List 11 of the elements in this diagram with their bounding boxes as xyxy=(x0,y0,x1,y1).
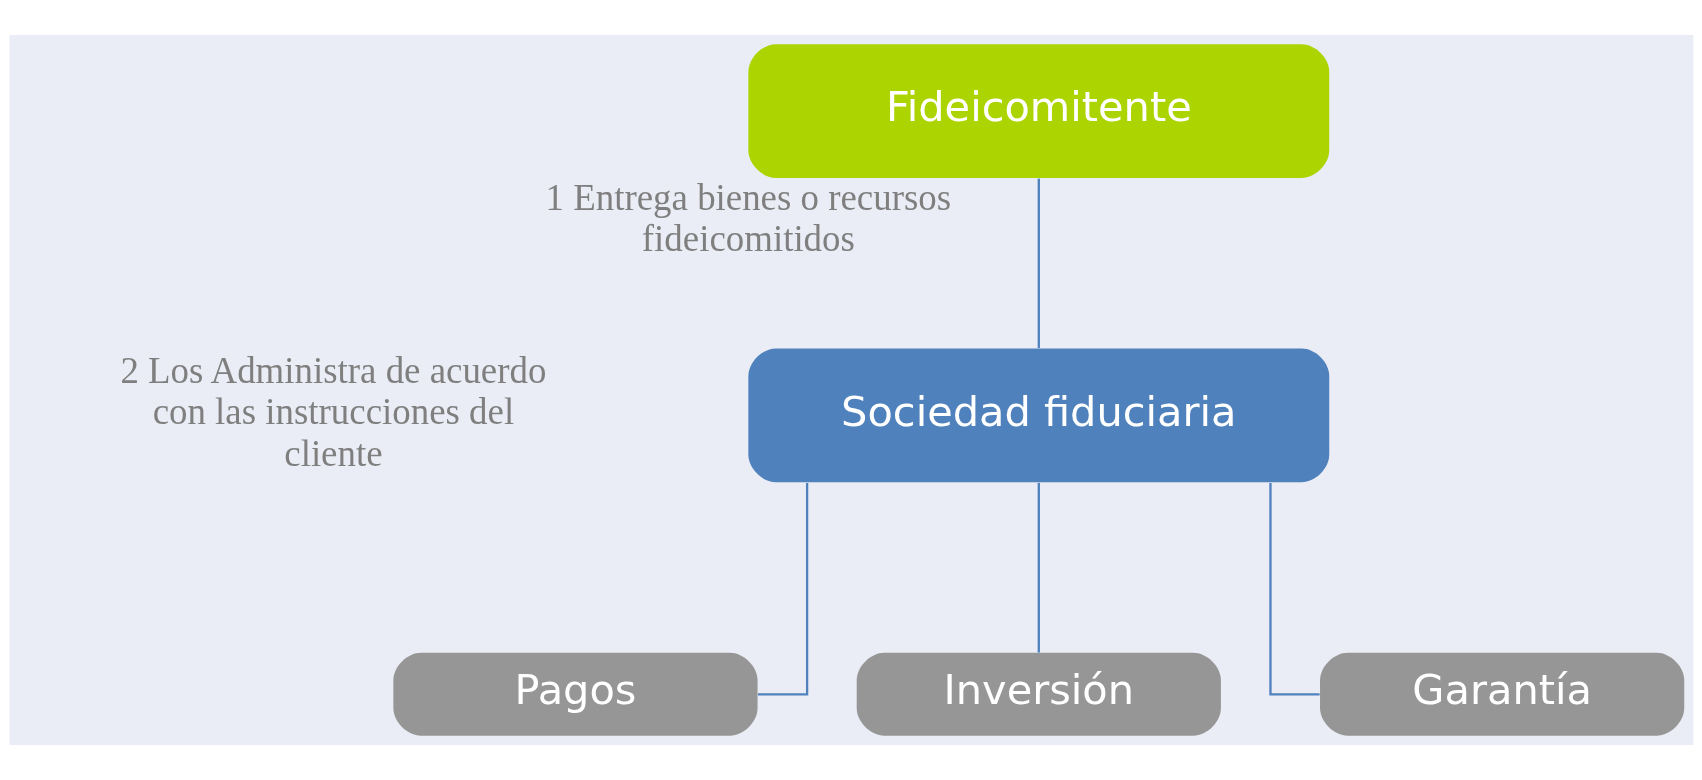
node-box: Sociedad fiduciaria xyxy=(747,348,1329,483)
node-box: Pagos xyxy=(392,652,758,736)
node-box: Fideicomitente xyxy=(747,44,1329,178)
connector xyxy=(1037,482,1040,653)
edge-label: 1 Entrega bienes o recursos fideicomitidos xyxy=(545,176,951,260)
connector xyxy=(1268,482,1320,696)
label: 2 Los Administra de acuerdo con las instrucciones del cliente xyxy=(119,349,546,474)
node-box: Garantía xyxy=(1319,652,1684,736)
connector xyxy=(1037,178,1040,348)
connector xyxy=(757,482,808,696)
node-box: Inversión xyxy=(856,652,1221,736)
